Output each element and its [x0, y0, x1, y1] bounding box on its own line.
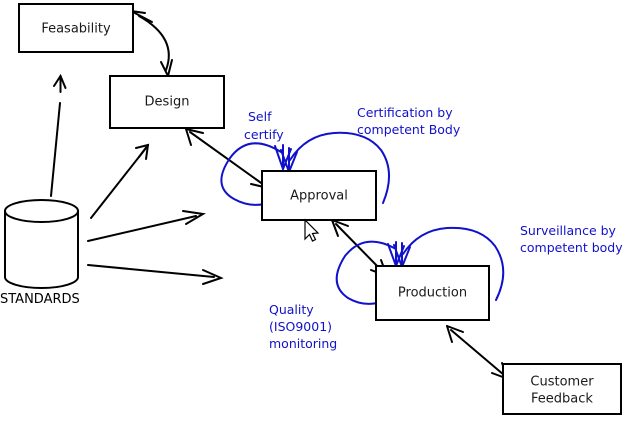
self-certify-loop-path [220, 142, 282, 206]
design-approval-line [189, 131, 265, 186]
feasability-label: Feasability [41, 22, 111, 37]
certification-line1: Certification by [357, 105, 453, 120]
standards-production-arrowhead [202, 269, 224, 285]
node-production[interactable]: Production [375, 265, 490, 321]
feasability-design-arrowhead-b2 [167, 59, 173, 77]
approval-label: Approval [290, 189, 348, 204]
quality-line3: monitoring [269, 336, 337, 351]
connection-standards-design [90, 143, 150, 219]
annotation-certification-competent-body: Certification by competent Body [357, 105, 461, 137]
certification-line2: competent Body [357, 122, 461, 137]
customer-feedback-label-line1: Customer [530, 375, 594, 390]
approval-production-line [335, 223, 384, 273]
node-approval[interactable]: Approval [261, 170, 377, 221]
self-certify-line1: Self [248, 109, 272, 124]
connection-feasability-design [130, 10, 173, 77]
connection-standards-feasability [50, 73, 67, 197]
standards-feasability-line [50, 102, 61, 197]
cursor-arrow-icon [304, 218, 320, 242]
quality-line1: Quality [269, 302, 314, 317]
surveillance-line1: Surveillance by [520, 223, 617, 238]
connection-production-customer-feedback [446, 325, 509, 380]
approval-box [261, 170, 377, 221]
design-approval-arrowhead-a1 [185, 128, 204, 134]
feasability-design-arrowhead-b1 [160, 61, 169, 77]
standards-cylinder-top [4, 199, 79, 223]
design-box [109, 75, 225, 129]
quality-line2: (ISO9001) [269, 319, 332, 334]
node-standards[interactable]: STANDARDS [0, 199, 80, 307]
production-customer-line [450, 329, 505, 376]
production-customer-arrowhead-a1 [446, 325, 464, 333]
annotation-self-certify: Self certify [244, 109, 284, 142]
annotation-quality-monitoring: Quality (ISO9001) monitoring [269, 302, 337, 351]
standards-design-arrow-stem [138, 144, 149, 158]
feasability-design-arrowhead-a1 [130, 10, 153, 23]
standards-label: STANDARDS [0, 292, 80, 307]
connection-standards-approval [87, 210, 206, 242]
customer-feedback-box [502, 363, 622, 415]
surveillance-loop-path [402, 226, 505, 301]
approval-production-arrowhead-a2 [331, 219, 339, 237]
design-approval-arrowhead-a2 [185, 128, 192, 146]
certification-loop-path [289, 131, 390, 204]
feasability-design-curve [138, 15, 170, 71]
node-feasability[interactable]: Feasability [18, 3, 134, 53]
annotation-surveillance-competent-body: Surveillance by competent body [520, 223, 623, 255]
standards-cylinder-body [4, 210, 79, 289]
production-box [375, 265, 490, 321]
design-label: Design [145, 95, 190, 110]
standards-approval-line [87, 215, 197, 242]
standards-design-line [90, 147, 147, 219]
mouse-cursor [304, 218, 320, 242]
feasability-box [18, 3, 134, 53]
connection-standards-production [87, 264, 224, 285]
standards-production-line [87, 264, 215, 278]
production-customer-arrowhead-a2 [446, 325, 453, 343]
production-label: Production [398, 286, 467, 301]
customer-feedback-label-line2: Feedback [531, 392, 593, 407]
self-certify-line2: certify [244, 127, 284, 142]
node-customer-feedback[interactable]: Customer Feedback [502, 363, 622, 415]
node-design[interactable]: Design [109, 75, 225, 129]
quality-loop-path [335, 240, 395, 305]
standards-approval-arrowhead [182, 210, 206, 225]
surveillance-line2: competent body [520, 240, 623, 255]
